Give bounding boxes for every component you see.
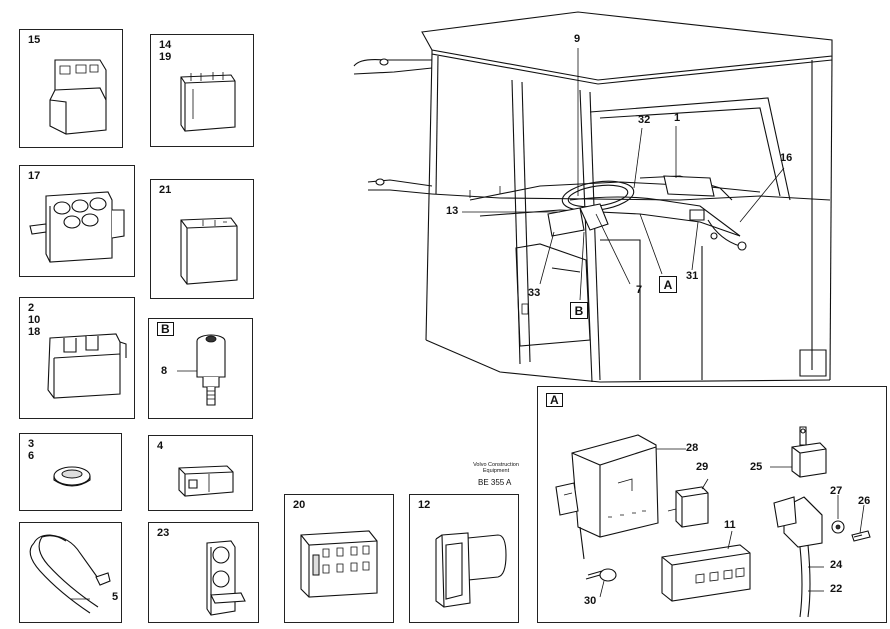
- callout-24: 24: [830, 559, 843, 571]
- panel-label: A: [546, 393, 563, 407]
- callout-22: 22: [830, 583, 843, 595]
- panel-label: 4: [157, 440, 164, 452]
- cable-tie-5-drawing: [29, 534, 111, 614]
- callout-25: 25: [750, 461, 763, 473]
- bracket-2-drawing: [47, 333, 127, 399]
- callout-1: 1: [674, 112, 681, 124]
- detail-A-drawing: [555, 426, 871, 618]
- connector-4-drawing: [178, 465, 234, 497]
- connector-17-drawing: [29, 191, 125, 263]
- holder-12-drawing: [435, 532, 507, 608]
- caption-line-1: Volvo Construction: [473, 462, 519, 468]
- panel-part-5: 5: [19, 522, 122, 623]
- callout-29: 29: [696, 461, 709, 473]
- switch-8-drawing: [177, 334, 226, 406]
- panel-part-3-6: 3 6: [19, 433, 122, 511]
- callout-7: 7: [636, 284, 643, 296]
- callout-16: 16: [780, 152, 793, 164]
- callout-9: 9: [574, 33, 581, 45]
- callout-30: 30: [584, 595, 597, 607]
- connector-14-drawing: [180, 72, 236, 132]
- connector-23-drawing: [206, 540, 246, 616]
- callout-11: 11: [724, 519, 736, 531]
- panel-label: B: [157, 322, 174, 336]
- panel-label: 21: [159, 184, 172, 196]
- panel-part-B: B 8: [148, 318, 253, 419]
- panel-label: 15: [28, 34, 41, 46]
- connector-15-drawing: [49, 59, 107, 135]
- view-tag-B: B: [570, 302, 588, 319]
- connector-20-drawing: [300, 530, 378, 598]
- drawing-code: BE 355 A: [478, 478, 512, 487]
- panel-label: 14 19: [159, 39, 172, 63]
- grommet-3-drawing: [53, 466, 91, 487]
- panel-part-20: 20: [284, 494, 394, 623]
- panel-label: 17: [28, 170, 41, 182]
- callout-28: 28: [686, 442, 699, 454]
- connector-21-drawing: [180, 217, 238, 285]
- panel-label: 23: [157, 527, 170, 539]
- panel-label: 3 6: [28, 438, 35, 462]
- panel-part-15: 15: [19, 29, 123, 148]
- panel-label: 2 10 18: [28, 302, 41, 338]
- panel-part-23: 23: [148, 522, 259, 623]
- panel-part-4: 4: [148, 435, 253, 511]
- callout-31: 31: [686, 270, 699, 282]
- publisher-caption: Volvo Construction Equipment: [466, 462, 526, 474]
- callout-33: 33: [528, 287, 541, 299]
- caption-line-2: Equipment: [482, 468, 510, 474]
- callout-26: 26: [858, 495, 871, 507]
- panel-part-12: 12: [409, 494, 519, 623]
- panel-detail-A: A: [537, 386, 887, 623]
- panel-part-17: 17: [19, 165, 135, 277]
- callout-5: 5: [112, 591, 119, 603]
- callout-27: 27: [830, 485, 843, 497]
- panel-label: 12: [418, 499, 431, 511]
- panel-part-14-19: 14 19: [150, 34, 254, 147]
- callout-32: 32: [638, 114, 651, 126]
- panel-label: 20: [293, 499, 306, 511]
- view-tag-A: A: [659, 276, 677, 293]
- callout-13: 13: [446, 205, 459, 217]
- panel-part-21: 21: [150, 179, 254, 299]
- panel-part-2-10-18: 2 10 18: [19, 297, 135, 419]
- callout-8: 8: [161, 365, 168, 377]
